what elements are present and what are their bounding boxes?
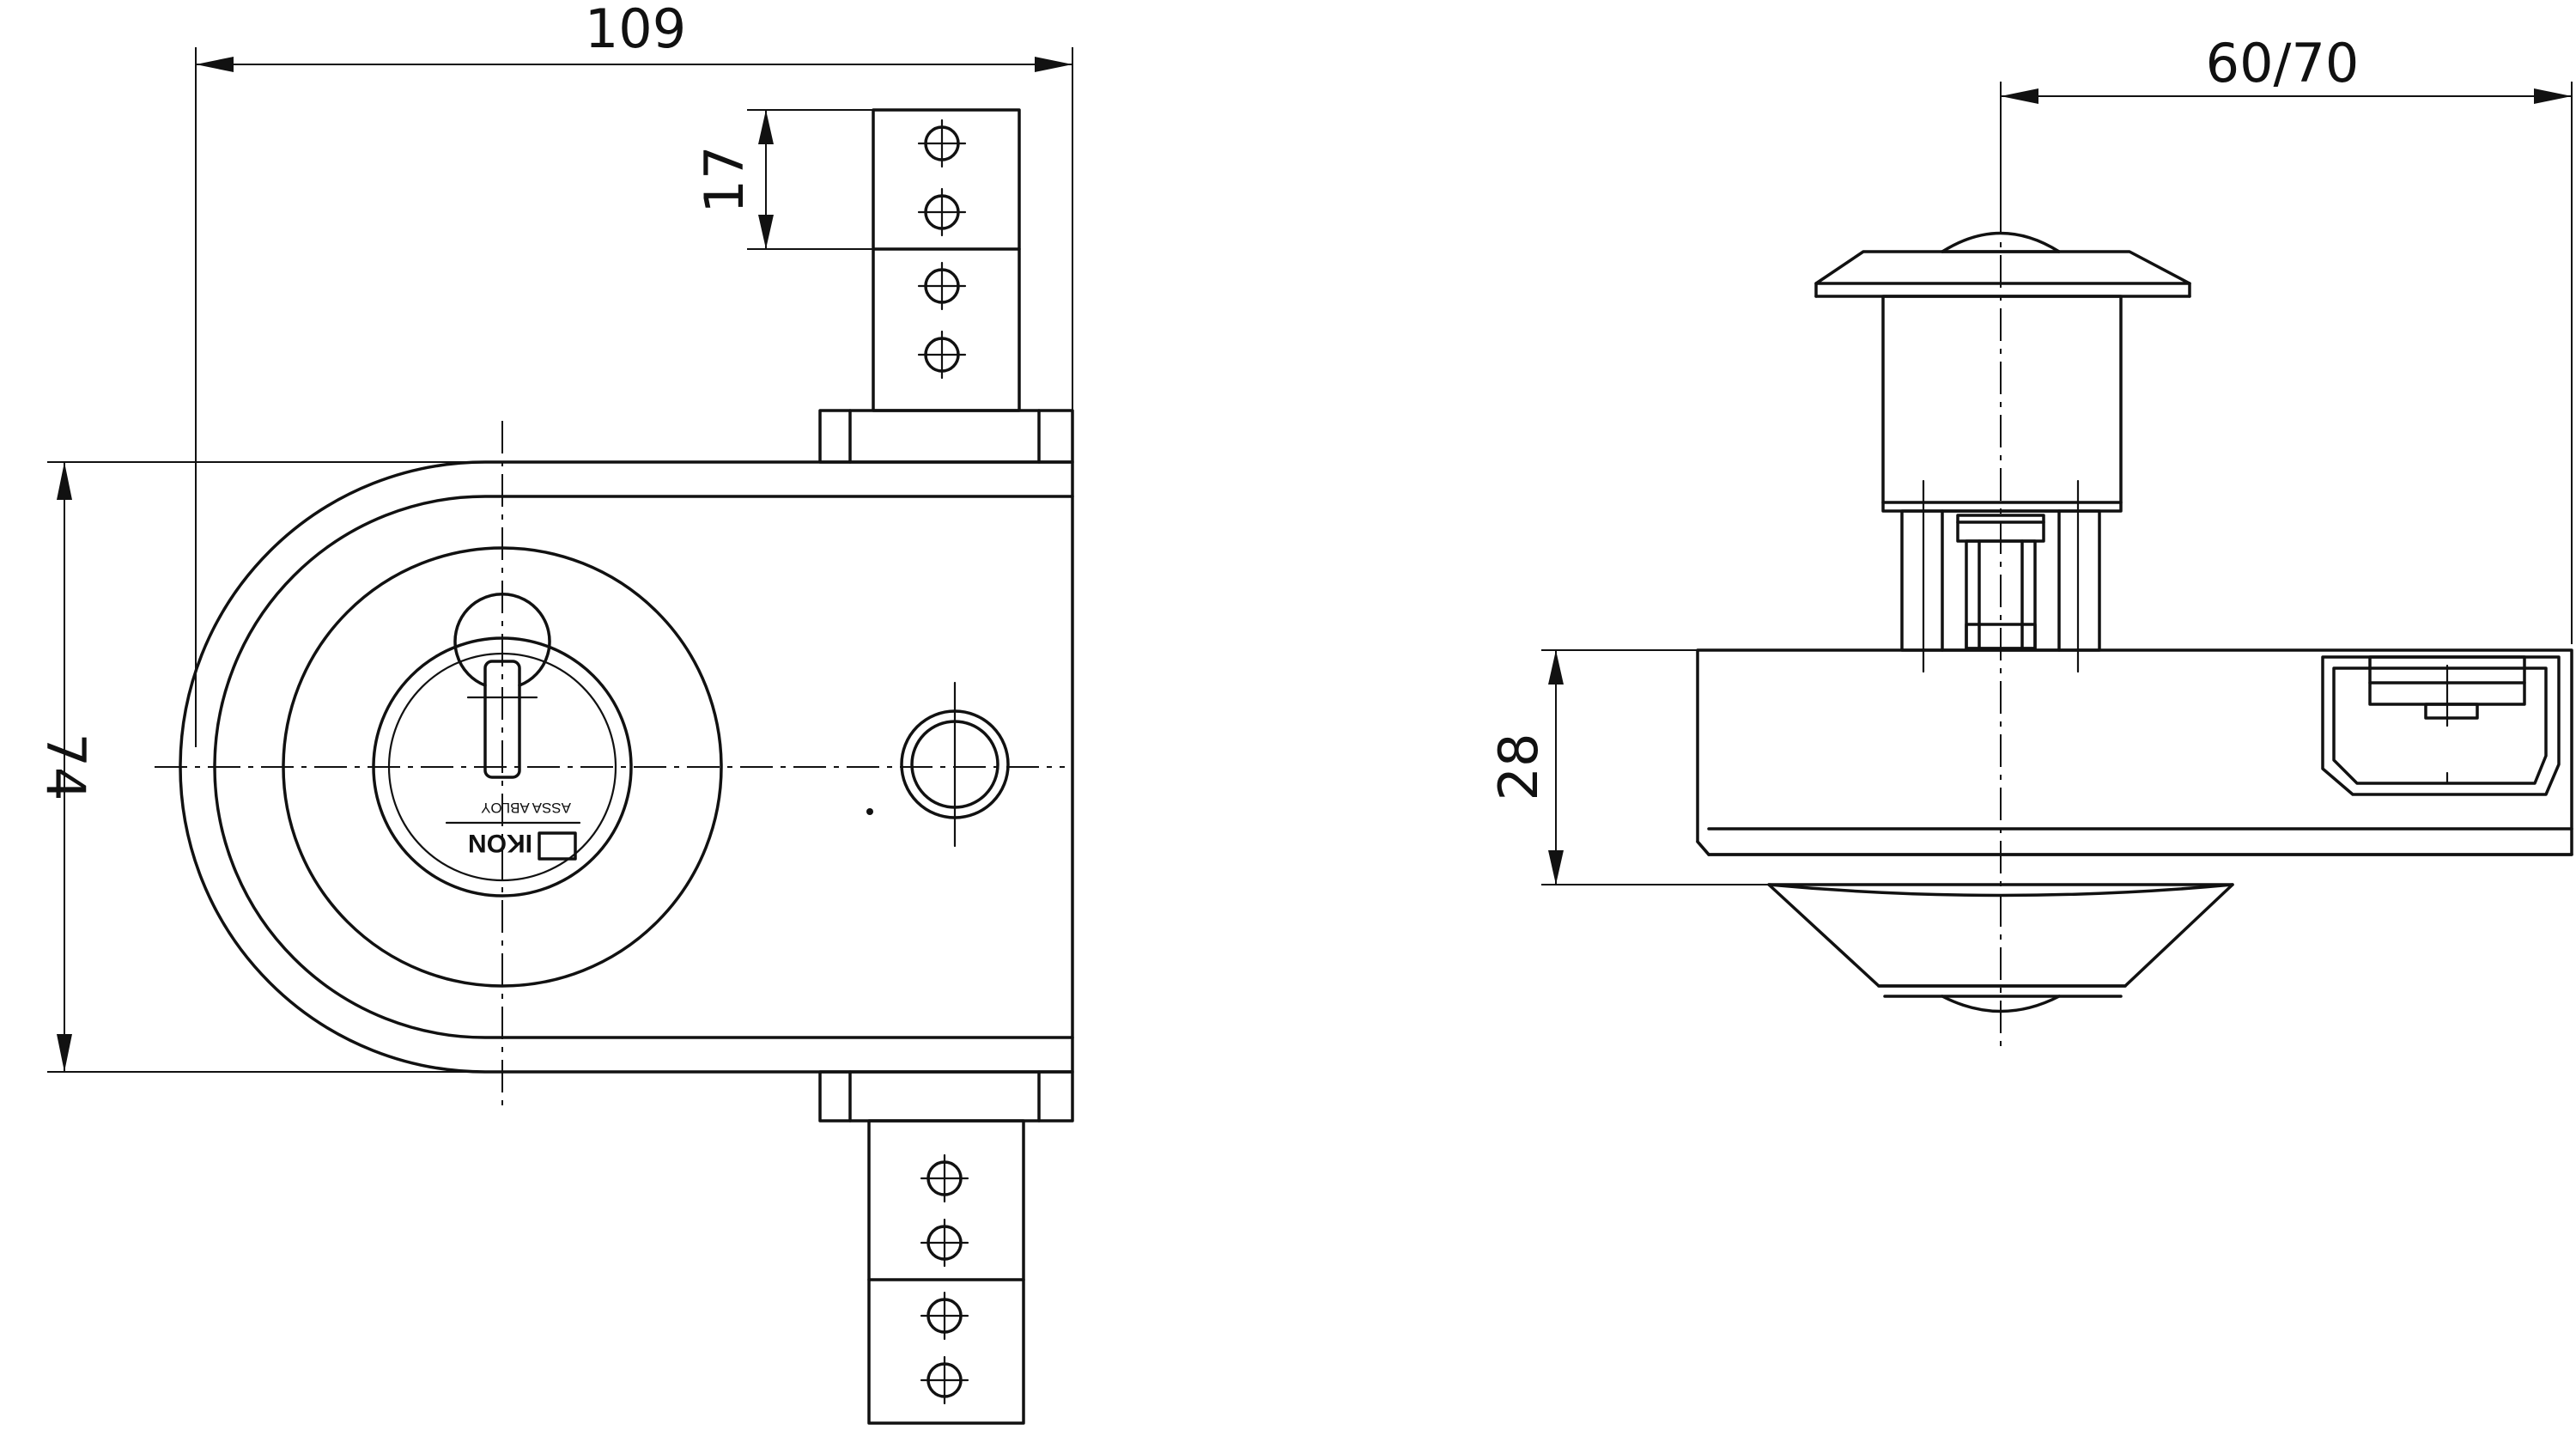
top-strike-plate [818,108,1074,464]
side-view: 60/70 28 [1487,32,2573,1052]
plate-pitch-dimension: 17 [693,109,873,250]
width-dimension: 109 [195,0,1073,747]
brand-logo-box [538,831,577,861]
bolt-housing [2321,655,2561,796]
cylinder-brand-marking: IKON ASSA ABLOY [445,800,581,861]
cylinder-collar [1814,231,2191,298]
projection-dimension-label: 60/70 [2206,32,2360,94]
height-dimension-label: 74 [34,733,97,801]
front-view: IKON ASSA ABLOY 109 [34,0,1074,1425]
bottom-strike-plate [818,1070,1074,1425]
inner-rosette [1767,883,2234,1013]
cylinder-barrel [1881,295,2123,673]
cylinder-maker: ASSA ABLOY [481,800,571,816]
lock-body [179,460,1074,1074]
small-dot [866,808,873,815]
width-dimension-label: 109 [585,0,686,60]
cylinder-brand: IKON [468,829,532,857]
height-dimension: 74 [34,461,485,1073]
plate-pitch-label: 17 [693,146,756,214]
projection-dimension: 60/70 [2000,32,2573,644]
lock-housing [1696,648,2573,856]
depth-dimension: 28 [1487,649,1769,885]
side-hole [900,681,1010,848]
depth-dimension-label: 28 [1487,733,1550,801]
